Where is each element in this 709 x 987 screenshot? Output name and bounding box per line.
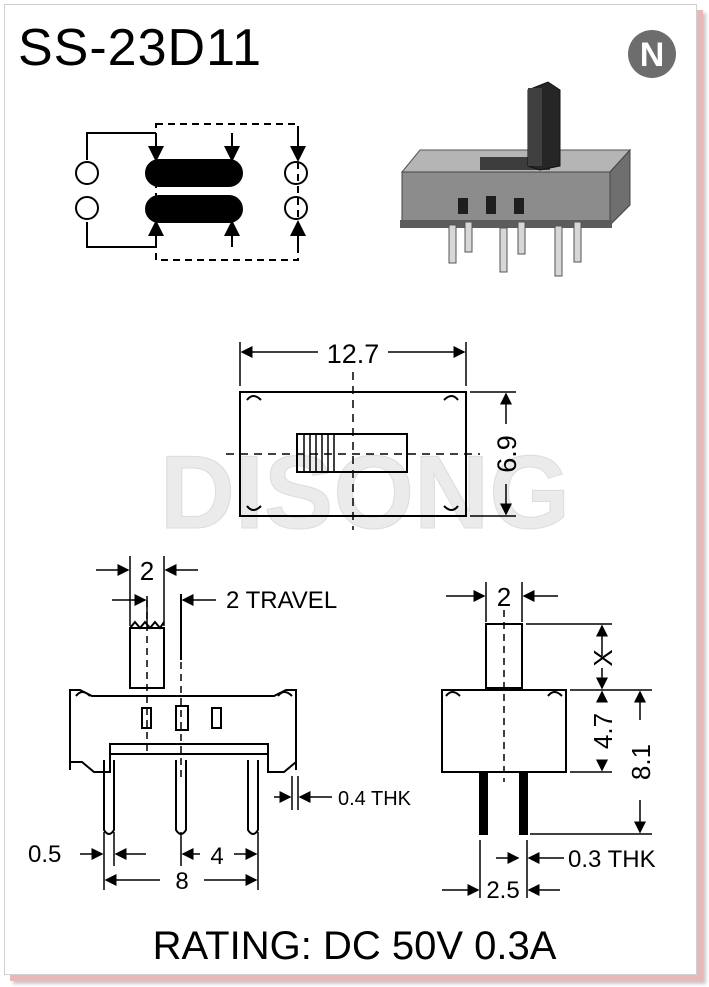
- side-lever-width-dimension: 2: [497, 582, 511, 612]
- lever-height-dimension: X: [588, 649, 618, 666]
- front-lever-width-dimension: 2: [140, 556, 154, 586]
- top-width-dimension: 12.7: [327, 339, 380, 369]
- body-height-dimension: 4.7: [588, 713, 618, 749]
- side-view: [441, 582, 652, 898]
- logo-letter: N: [640, 36, 665, 74]
- top-height-dimension: 6.9: [492, 435, 522, 473]
- travel-dimension: 2 TRAVEL: [226, 587, 337, 614]
- switch-3d-image: [400, 81, 632, 277]
- front-pin-thickness-dimension: 0.4 THK: [338, 788, 412, 810]
- switch-schematic: [75, 123, 308, 261]
- total-height-dimension: 8.1: [626, 744, 656, 780]
- rating-text: RATING: DC 50V 0.3A: [152, 924, 557, 968]
- part-number-title: SS-23D11: [18, 19, 263, 77]
- top-view: [226, 342, 516, 530]
- pin-spacing-dimension: 2.5: [486, 877, 519, 904]
- watermark-text: DISONG: [160, 435, 570, 551]
- pin-pitch-dimension: 4: [210, 843, 223, 870]
- brand-logo-icon: N: [628, 30, 676, 78]
- pin-width-dimension: 0.5: [28, 841, 61, 868]
- pin-span-dimension: 8: [175, 868, 188, 895]
- front-view: [69, 556, 332, 890]
- side-pin-thickness-dimension: 0.3 THK: [568, 846, 656, 873]
